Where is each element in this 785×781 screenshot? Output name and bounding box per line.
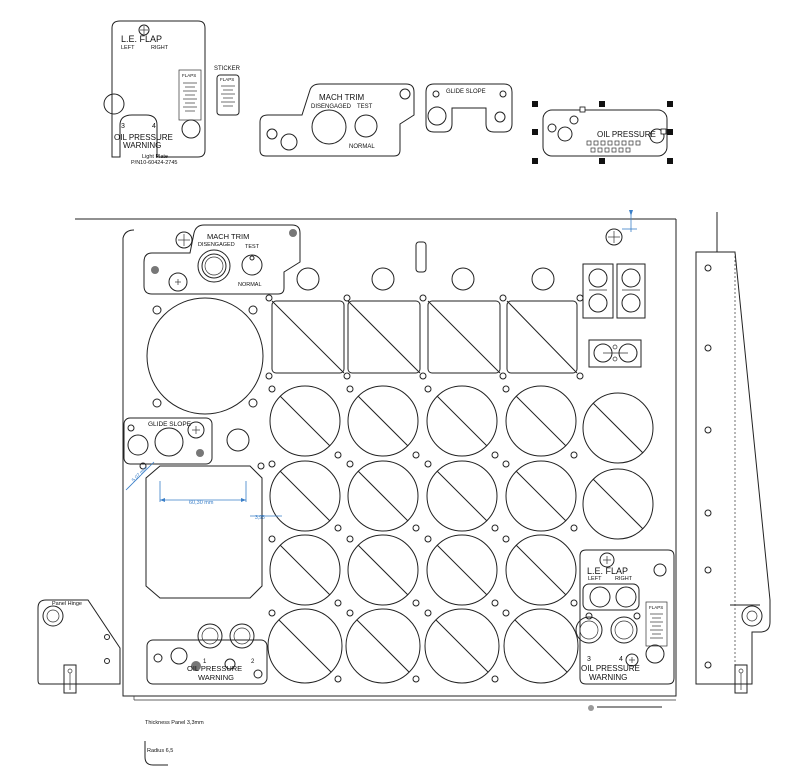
octagon-cutout — [139, 462, 265, 599]
thickness-note: Thickness Panel 3,3mm — [145, 720, 204, 726]
mach-trim-inset[interactable]: MACH TRIM DISENGAGED TEST NORMAL — [143, 224, 301, 295]
flaps-sticker[interactable]: STICKER FLAPS — [214, 66, 241, 116]
le-flap-inset-oil: OIL PRESSURE — [581, 664, 640, 673]
light-plate-caption: Light Plate — [142, 154, 168, 160]
oil-inset-label: OIL PRESSURE — [187, 664, 242, 673]
mach-trim-inset-title: MACH TRIM — [207, 232, 249, 241]
glide-slope-inset-title: GLIDE SLOPE — [148, 421, 192, 428]
part-number-caption: P/N10-60424-2745 — [131, 160, 177, 166]
connector-blocks[interactable] — [582, 263, 646, 368]
disengaged-label: DISENGAGED — [311, 104, 352, 110]
mach-trim-inset-test: TEST — [245, 244, 260, 250]
small-dimension-label: 3,95 — [255, 515, 265, 521]
large-gauge-cutout — [146, 297, 264, 415]
oil-inset-warning: WARNING — [198, 673, 234, 682]
le-flap-inset[interactable]: L.E. FLAP LEFT RIGHT FLAPS 3 4 OIL PRESS… — [575, 549, 675, 685]
sticker-flaps-label: FLAPS — [220, 77, 234, 82]
le-flap-inset-num4: 4 — [619, 656, 623, 663]
left-label: LEFT — [121, 45, 135, 51]
le-flap-inset-left: LEFT — [588, 576, 602, 582]
le-flap-inset-right: RIGHT — [615, 576, 633, 582]
le-flap-title: L.E. FLAP — [121, 34, 162, 44]
top-holes-row — [296, 241, 555, 291]
radius-note: Radius 6,5 — [147, 748, 173, 754]
selection-handles[interactable] — [532, 101, 673, 164]
test-label: TEST — [357, 104, 373, 110]
le-flap-light-plate[interactable]: L.E. FLAP LEFT RIGHT FLAPS 3 4 OIL PRESS… — [103, 20, 206, 166]
panel-hinge[interactable]: Panel Hinge — [37, 599, 121, 694]
oil-pressure-plate-selected[interactable]: OIL PRESSURE — [532, 101, 673, 164]
glide-slope-title: GLIDE SLOPE — [446, 89, 486, 95]
oil-pressure-label: OIL PRESSURE — [114, 133, 173, 142]
mach-trim-title: MACH TRIM — [319, 93, 365, 102]
glide-slope-plate[interactable]: GLIDE SLOPE — [425, 83, 513, 133]
round-gauge-grid — [267, 385, 654, 684]
side-profile[interactable] — [695, 212, 771, 694]
square-instrument-cutouts — [265, 294, 584, 380]
right-label: RIGHT — [151, 45, 169, 51]
panel-hinge-label: Panel Hinge — [52, 601, 82, 607]
normal-label: NORMAL — [349, 144, 375, 150]
main-panel[interactable] — [75, 218, 677, 701]
le-flap-inset-title: L.E. FLAP — [587, 566, 628, 576]
num-4: 4 — [152, 123, 156, 130]
sticker-label: STICKER — [214, 66, 241, 72]
le-flap-inset-warning: WARNING — [589, 673, 627, 682]
le-flap-inset-flaps: FLAPS — [649, 605, 663, 610]
oil-pressure-selected-label: OIL PRESSURE — [597, 130, 656, 139]
mach-trim-inset-disengaged: DISENGAGED — [198, 242, 235, 248]
glide-slope-inset[interactable]: GLIDE SLOPE — [123, 417, 250, 465]
width-dimension-label: 60,30 mm — [189, 500, 214, 506]
warning-label: WARNING — [123, 141, 161, 150]
oil-inset-num-2: 2 — [251, 659, 255, 665]
mach-trim-plate[interactable]: MACH TRIM DISENGAGED TEST NORMAL — [259, 83, 415, 157]
le-flap-inset-num3: 3 — [587, 656, 591, 663]
bottom-annotations: Thickness Panel 3,3mm Radius 6,5 — [144, 705, 662, 766]
flaps-label: FLAPS — [182, 73, 196, 78]
num-3: 3 — [121, 123, 125, 130]
mach-trim-inset-normal: NORMAL — [238, 282, 262, 288]
oil-pressure-inset[interactable]: 1 2 OIL PRESSURE WARNING — [146, 623, 268, 685]
dimension-annotations[interactable]: 60,30 mm 5,07 mm 3,95 — [125, 210, 637, 521]
oil-inset-num-1: 1 — [203, 659, 207, 665]
